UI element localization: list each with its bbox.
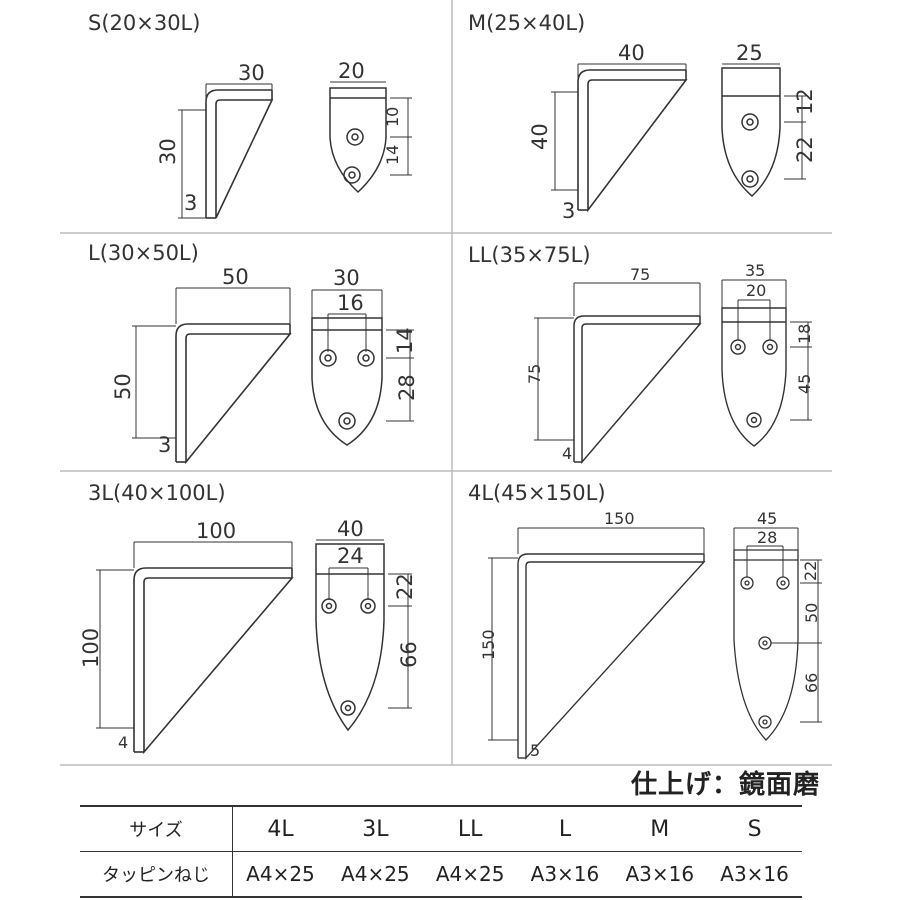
cell-M: M(25×40L) 40 40 3 25 12 22 xyxy=(468,11,817,223)
thickness-label: 3 xyxy=(562,199,575,223)
cell-S: S(20×30L) 30 30 3 20 10 14 xyxy=(88,11,412,219)
table-row-size: サイズ 4L 3L LL L M S xyxy=(80,805,802,852)
width-label: 25 xyxy=(736,41,763,65)
cell-4L: 4L(45×150L) 150 150 5 xyxy=(468,481,822,760)
hole-spacing-label: 28 xyxy=(395,374,419,401)
cell-title: 3L(40×100L) xyxy=(88,481,226,505)
hole-spacing-label: 45 xyxy=(795,374,814,394)
arm-length-label: 100 xyxy=(196,519,236,543)
width-label: 35 xyxy=(745,261,765,280)
cell-title: 4L(45×150L) xyxy=(468,481,606,505)
dimension-lines xyxy=(178,83,273,219)
plate-front-view xyxy=(329,87,387,194)
finish-label: 仕上げ：鏡面磨 xyxy=(630,770,820,800)
hole-pitch-label: 24 xyxy=(337,544,364,568)
cell-LL: LL(35×75L) 75 75 4 xyxy=(468,243,814,465)
width-label: 45 xyxy=(757,509,777,528)
arm-length-label: 40 xyxy=(618,41,645,65)
hole-offset-label: 12 xyxy=(793,88,817,115)
size-cell: 4L xyxy=(232,805,328,852)
size-cell: S xyxy=(707,805,802,852)
arm-length-label: 30 xyxy=(238,61,265,85)
size-cell: 3L xyxy=(327,805,423,852)
height-label: 30 xyxy=(156,138,180,165)
height-label: 100 xyxy=(79,628,103,668)
arm-length-label: 75 xyxy=(630,265,650,284)
thickness-label: 3 xyxy=(158,433,171,457)
hole-offset-label: 18 xyxy=(795,324,814,344)
hole-offset-label: 22 xyxy=(393,573,417,600)
cell-title: M(25×40L) xyxy=(468,11,585,35)
cell-title: LL(35×75L) xyxy=(468,243,591,267)
hole-spacing-label: 66 xyxy=(397,641,421,668)
screw-cell: A3×16 xyxy=(612,851,708,898)
arm-length-label: 150 xyxy=(604,509,635,528)
cell-L: L(30×50L) 50 50 3 xyxy=(88,241,419,465)
hole-pitch-label: 28 xyxy=(757,528,777,547)
hole-pitch-label: 16 xyxy=(337,291,364,315)
thickness-label: 4 xyxy=(562,444,572,463)
hole-spacing-label: 22 xyxy=(793,136,817,163)
screw-cell: A3×16 xyxy=(517,851,613,898)
screw-cell: A3×16 xyxy=(707,851,802,898)
arm-length-label: 50 xyxy=(222,265,249,289)
cell-3L: 3L(40×100L) 100 100 4 40 xyxy=(79,481,421,755)
hole-spacing-label: 50 xyxy=(802,603,821,623)
hole-offset-label: 14 xyxy=(393,327,417,354)
table-row-screw: タッピンねじ A4×25 A4×25 A4×25 A3×16 A3×16 A3×… xyxy=(80,851,802,898)
hole-offset-label: 10 xyxy=(383,107,402,127)
grid-lines xyxy=(60,0,832,766)
hole-spacing-label: 14 xyxy=(383,145,402,165)
size-cell: LL xyxy=(422,805,518,852)
height-label: 150 xyxy=(479,629,498,660)
hole-offset-label: 22 xyxy=(801,561,820,581)
cell-title: L(30×50L) xyxy=(88,241,199,265)
thickness-label: 5 xyxy=(530,741,540,760)
cell-title: S(20×30L) xyxy=(88,11,200,35)
size-header: サイズ xyxy=(80,805,233,852)
height-label: 50 xyxy=(111,373,135,400)
screw-cell: A4×25 xyxy=(327,851,423,898)
angle-side-view xyxy=(205,89,274,219)
size-cell: L xyxy=(517,805,613,852)
screw-cell: A4×25 xyxy=(422,851,518,898)
hole-pitch-label: 20 xyxy=(746,281,766,300)
height-label: 75 xyxy=(525,364,544,384)
screw-header: タッピンねじ xyxy=(80,851,233,898)
size-cell: M xyxy=(612,805,708,852)
thickness-label: 4 xyxy=(118,733,128,752)
height-label: 40 xyxy=(528,123,552,150)
spec-table: サイズ 4L 3L LL L M S タッピンねじ A4×25 A4×25 A4… xyxy=(80,805,802,898)
width-label: 40 xyxy=(337,517,364,541)
width-label: 20 xyxy=(338,59,365,83)
thickness-label: 3 xyxy=(184,191,197,215)
width-label: 30 xyxy=(333,266,360,290)
screw-cell: A4×25 xyxy=(232,851,328,898)
hole-spacing-label-2: 66 xyxy=(802,673,821,693)
